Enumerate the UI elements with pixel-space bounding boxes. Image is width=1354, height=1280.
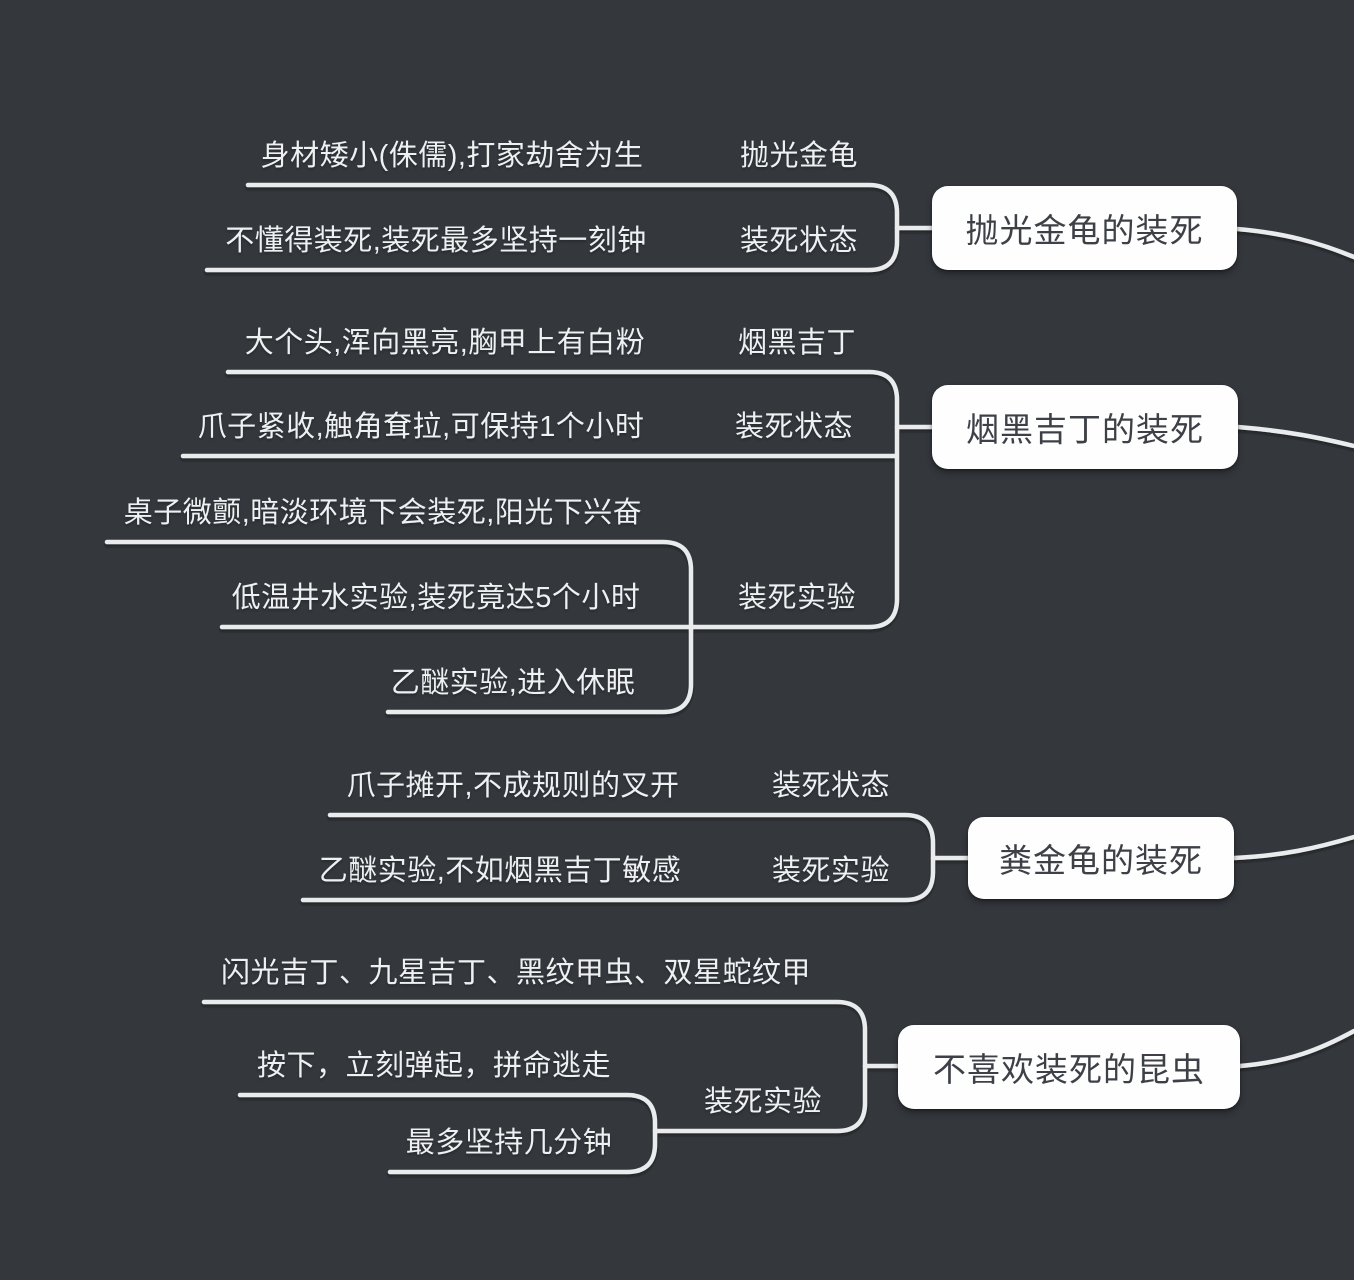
topic-text[interactable]: 按下，立刻弹起，拼命逃走	[256, 1050, 612, 1082]
branch-node[interactable]: 烟黑吉丁的装死	[932, 385, 1238, 469]
branch2-bracket	[219, 369, 900, 630]
branch4-root-curve	[1237, 1028, 1354, 1069]
topic-text[interactable]: 乙醚实验,不如烟黑吉丁敏感	[318, 855, 682, 887]
topic-text[interactable]: 大个头,浑向黑亮,胸甲上有白粉	[244, 327, 646, 359]
topic-text[interactable]: 爪子紧收,触角耷拉,可保持1个小时	[197, 411, 645, 443]
topic-label[interactable]: 装死实验	[703, 1086, 823, 1118]
branch-node[interactable]: 粪金龟的装死	[968, 817, 1234, 899]
topic-text[interactable]: 闪光吉丁、九星吉丁、黑纹甲虫、双星蛇纹甲	[220, 957, 812, 989]
branch1-root-curve	[1234, 226, 1354, 260]
topic-label[interactable]: 装死状态	[734, 411, 854, 443]
branch-node[interactable]: 抛光金龟的装死	[932, 186, 1237, 270]
branch4-sub-bracket	[237, 1092, 658, 1175]
topic-label[interactable]: 抛光金龟	[739, 140, 859, 172]
topic-text[interactable]: 身材矮小(侏儒),打家劫舍为生	[260, 140, 644, 172]
topic-label[interactable]: 装死实验	[771, 855, 891, 887]
topic-text[interactable]: 桌子微颤,暗淡环境下会装死,阳光下兴奋	[123, 497, 643, 529]
branch3-root-curve	[1231, 834, 1354, 861]
topic-label[interactable]: 烟黑吉丁	[737, 327, 857, 359]
topic-label[interactable]: 装死状态	[739, 225, 859, 257]
topic-text[interactable]: 最多坚持几分钟	[405, 1127, 613, 1159]
topic-text[interactable]: 不懂得装死,装死最多坚持一刻钟	[225, 225, 647, 257]
topic-text[interactable]: 乙醚实验,进入休眠	[390, 667, 636, 699]
branch-node[interactable]: 不喜欢装死的昆虫	[898, 1025, 1240, 1109]
topic-text[interactable]: 低温井水实验,装死竟达5个小时	[231, 582, 641, 614]
topic-label[interactable]: 装死状态	[771, 770, 891, 802]
topic-label[interactable]: 装死实验	[737, 582, 857, 614]
branch2-root-curve	[1235, 424, 1354, 449]
branch2-sub-bracket	[104, 539, 694, 715]
topic-text[interactable]: 爪子摊开,不成规则的叉开	[346, 770, 680, 802]
